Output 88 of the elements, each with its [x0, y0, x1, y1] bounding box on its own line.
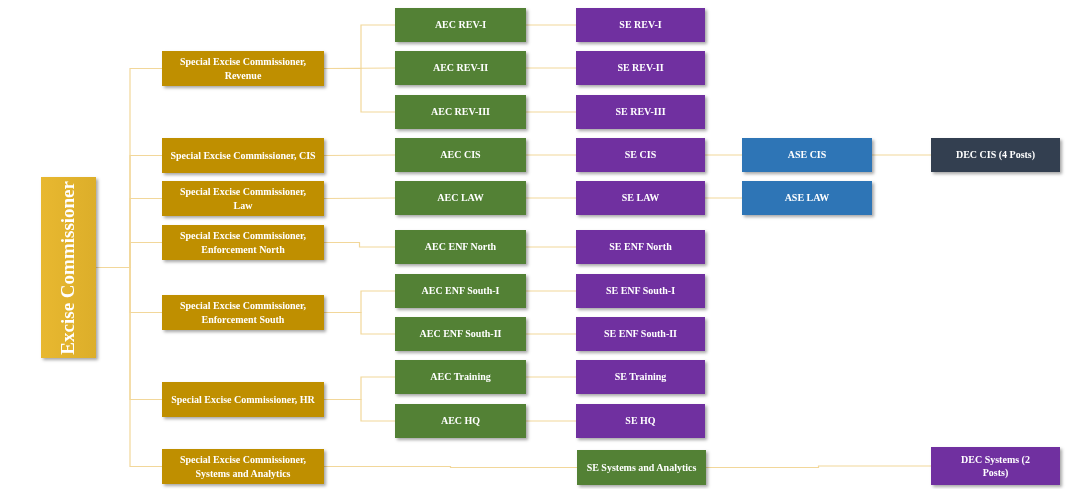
org-box — [395, 360, 526, 394]
org-box — [931, 138, 1060, 172]
title-box — [41, 177, 96, 358]
connector-line — [525, 246, 577, 248]
role-label: AEC CIS — [440, 148, 481, 162]
connector-line — [705, 465, 932, 469]
role-label: SE Systems and Analytics — [586, 460, 697, 475]
connector-line — [323, 154, 396, 157]
role-label: AEC HQ — [440, 414, 481, 428]
role-label: Special Excise Commissioner, HR — [171, 392, 315, 407]
org-box — [395, 404, 526, 438]
title-text: Excise Commissioner — [58, 180, 79, 355]
role-label: Special Excise Commissioner, Systems and Analytics — [179, 453, 307, 480]
org-box — [162, 138, 324, 173]
org-box — [162, 449, 324, 484]
connector-line — [704, 197, 743, 199]
connector-line — [323, 465, 578, 469]
role-label: Special Excise Commissioner, CIS — [170, 148, 316, 163]
org-box — [576, 138, 705, 172]
connector-line — [323, 311, 396, 335]
role-label: ASE LAW — [784, 191, 830, 205]
role-label: DEC Systems (2 Posts) — [960, 452, 1031, 480]
org-box — [742, 138, 872, 172]
org-box — [395, 274, 526, 308]
role-label: AEC Training — [430, 370, 491, 384]
connector-line — [323, 67, 396, 113]
connector-line — [323, 197, 396, 200]
connector-line — [525, 111, 577, 113]
connector-line — [525, 24, 577, 26]
role-label: AEC ENF South-I — [421, 284, 500, 298]
org-box — [162, 225, 324, 260]
org-box — [576, 274, 705, 308]
org-box — [576, 230, 705, 264]
org-box — [162, 51, 324, 86]
role-label: AEC REV-II — [432, 61, 489, 75]
role-label: SE HQ — [625, 414, 656, 428]
connector-line — [525, 290, 577, 292]
role-label: SE Training — [614, 370, 667, 384]
connector-line — [525, 67, 577, 69]
role-label: AEC REV-I — [434, 18, 487, 32]
org-box — [576, 404, 705, 438]
role-label: AEC ENF South-II — [419, 327, 502, 341]
org-box — [931, 447, 1060, 485]
role-label: DEC CIS (4 Posts) — [955, 148, 1036, 162]
role-label: Special Excise Commissioner, Enforcement North — [179, 229, 307, 256]
role-label: AEC ENF North — [424, 240, 497, 254]
org-box — [577, 450, 706, 485]
org-box — [395, 8, 526, 42]
connector-line — [323, 241, 396, 248]
connector-line — [525, 420, 577, 422]
role-label: Special Excise Commissioner, Enforcement South — [179, 299, 307, 326]
role-label: SE REV-III — [615, 105, 666, 119]
org-box — [162, 295, 324, 330]
role-label: SE CIS — [624, 148, 657, 162]
org-box — [576, 95, 705, 129]
role-label: SE REV-II — [617, 61, 664, 75]
role-label: AEC LAW — [437, 191, 484, 205]
role-label: SE ENF South-II — [604, 327, 677, 341]
org-box — [395, 317, 526, 351]
role-label: AEC REV-III — [431, 105, 490, 119]
org-box — [576, 360, 705, 394]
role-label: Special Excise Commissioner, Law — [179, 185, 307, 212]
org-box — [395, 181, 526, 215]
org-box — [576, 181, 705, 215]
connector-line — [95, 266, 163, 468]
org-box — [395, 138, 526, 172]
org-box — [395, 230, 526, 264]
connector-line — [323, 398, 396, 422]
connector-line — [525, 333, 577, 335]
org-box — [576, 51, 705, 85]
org-box — [162, 181, 324, 216]
connector-line — [871, 154, 932, 156]
connector-line — [525, 376, 577, 378]
org-box — [162, 382, 324, 417]
org-box — [395, 95, 526, 129]
org-box — [395, 51, 526, 85]
org-box — [742, 181, 872, 215]
role-label: SE LAW — [621, 191, 660, 205]
connector-line — [704, 154, 743, 156]
role-label: SE REV-I — [619, 18, 662, 32]
role-label: SE ENF South-I — [605, 284, 676, 298]
connector-line — [525, 154, 577, 156]
role-label: ASE CIS — [787, 148, 827, 162]
role-label: Special Excise Commissioner, Revenue — [179, 55, 307, 82]
connector-line — [525, 197, 577, 199]
org-box — [576, 317, 705, 351]
org-box — [576, 8, 705, 42]
role-label: SE ENF North — [609, 240, 672, 254]
